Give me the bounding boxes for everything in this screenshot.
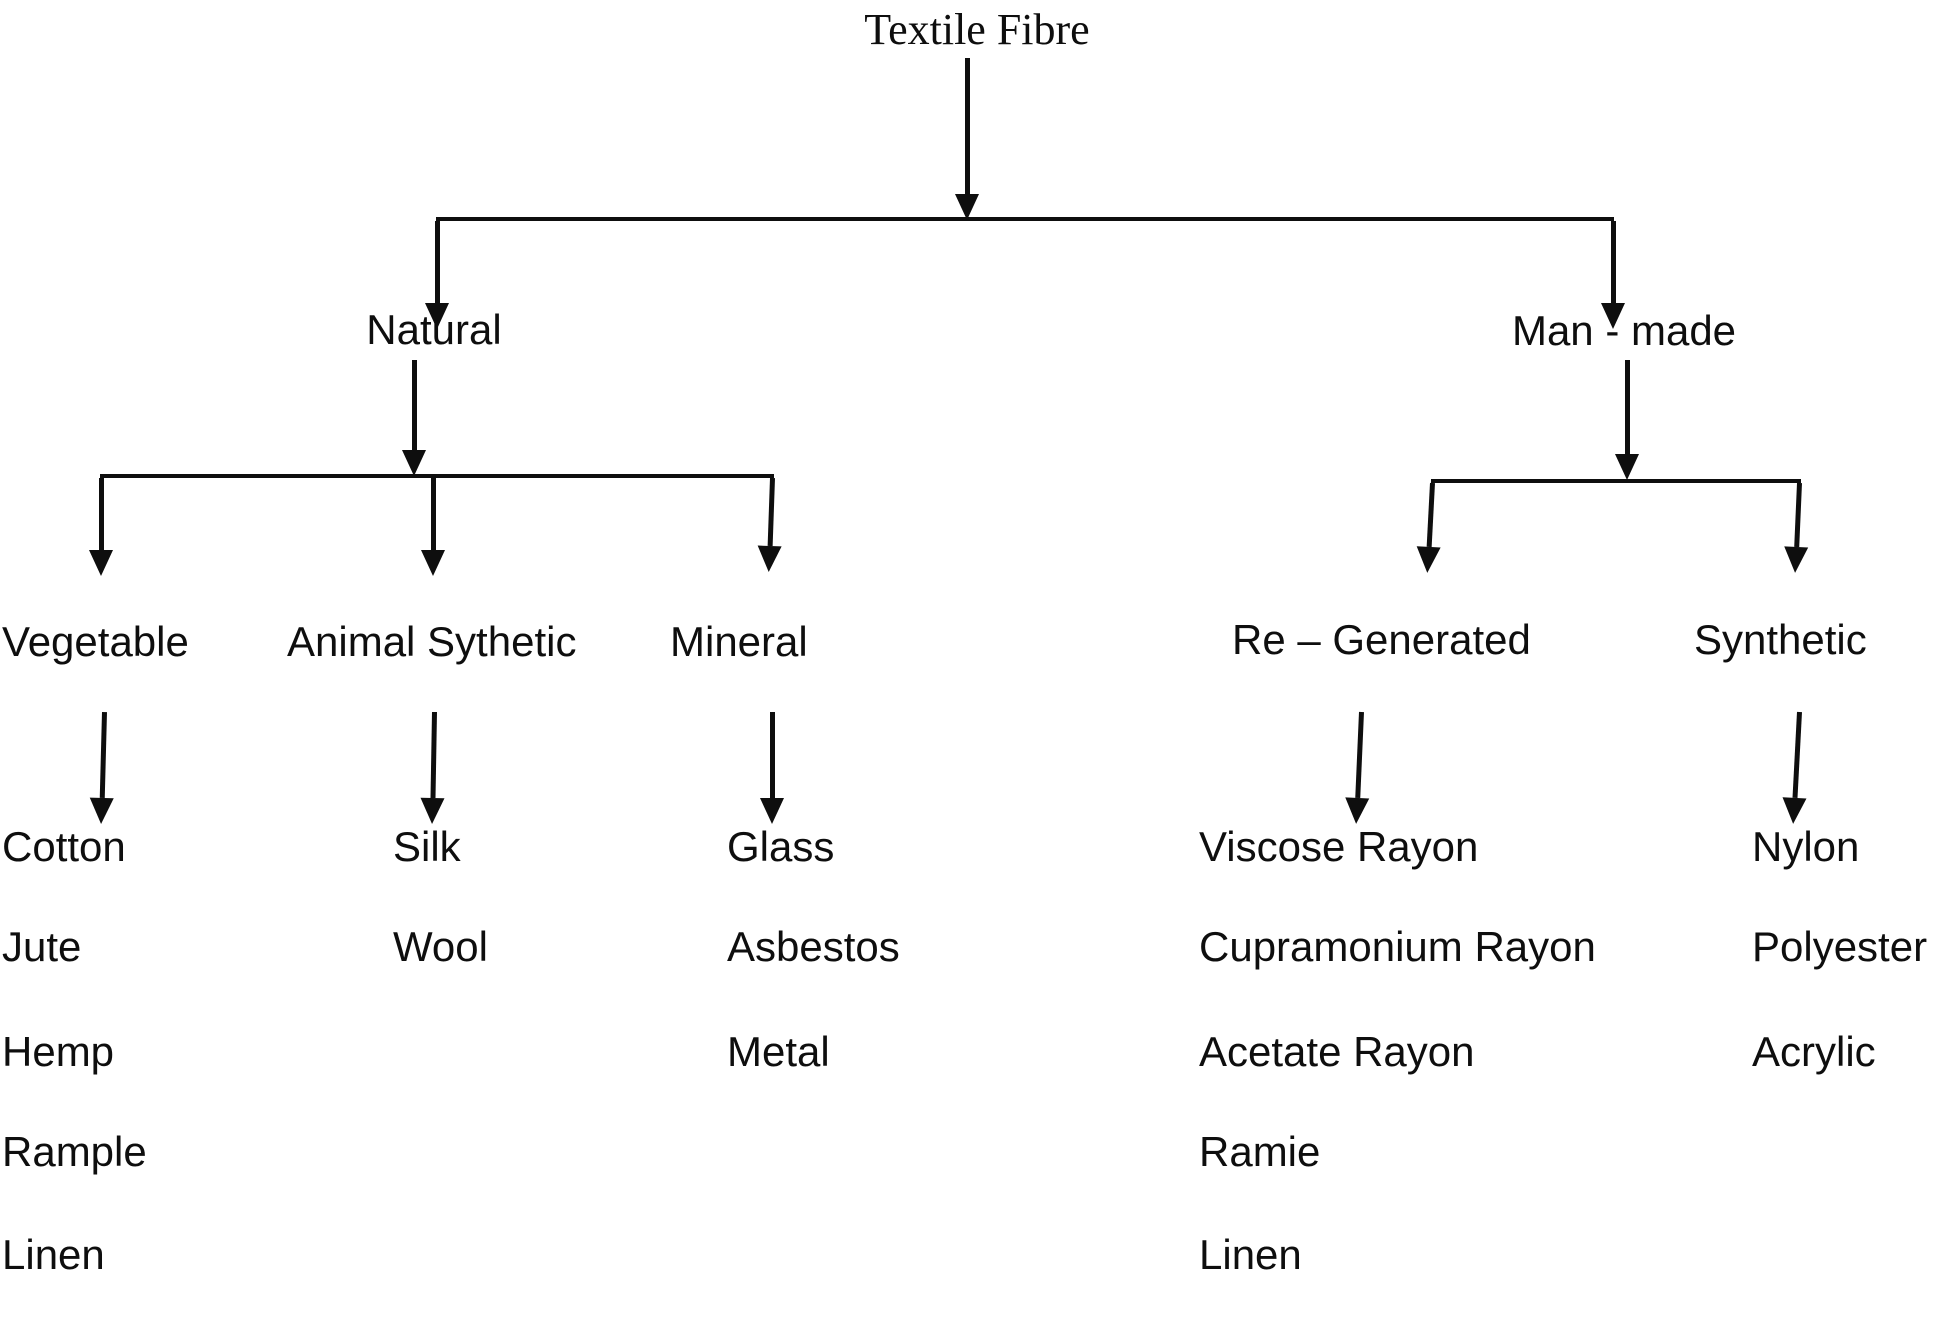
arrow-head [402, 450, 426, 476]
arrow-shaft [429, 711, 437, 799]
arrow-shaft [1610, 221, 1616, 303]
re-generated-items-arrow [1344, 711, 1373, 825]
manmade-children-line [1431, 479, 1801, 483]
item-hemp: Hemp [2, 1028, 115, 1075]
re-generated-drop-arrow [1415, 482, 1444, 574]
arrow-head [1615, 454, 1639, 480]
mineral-drop-arrow [756, 477, 784, 573]
node-label-animal-sythetic: Animal Sythetic [287, 618, 577, 665]
arrow-head [955, 194, 979, 220]
diagram-title: Textile Fibre [864, 5, 1090, 54]
arrow-shaft [1792, 711, 1802, 799]
item-cotton: Cotton [2, 823, 126, 870]
item-rample: Rample [2, 1128, 147, 1175]
arrow-shaft [767, 477, 775, 547]
arrow-head [425, 303, 449, 329]
item-polyester: Polyester [1752, 923, 1928, 970]
item-ramie: Ramie [1199, 1128, 1321, 1175]
synthetic-drop-arrow [1783, 482, 1811, 574]
arrow-head [1783, 546, 1809, 574]
arrow-head [421, 550, 445, 576]
manmade-branch-arrow [1601, 221, 1625, 329]
vegetable-drop-arrow [89, 478, 113, 576]
natural-branch-arrow [425, 221, 449, 329]
level1-branch-line [436, 217, 1614, 221]
item-viscose-rayon: Viscose Rayon [1199, 823, 1479, 870]
manmade-to-children-arrow [1615, 360, 1639, 480]
root-to-split-arrow [955, 58, 979, 220]
node-label-vegetable: Vegetable [2, 618, 189, 665]
natural-to-children-arrow [402, 360, 426, 476]
arrow-shaft [411, 360, 417, 450]
arrow-shaft [1354, 711, 1364, 799]
item-metal: Metal [727, 1028, 830, 1075]
node-label-synthetic: Synthetic [1694, 616, 1867, 663]
arrow-head [1601, 303, 1625, 329]
item-acrylic: Acrylic [1752, 1028, 1876, 1075]
arrow-shaft [1793, 482, 1802, 548]
node-label-re-generated: Re – Generated [1232, 616, 1531, 663]
mineral-items-arrow [760, 712, 784, 824]
item-silk: Silk [393, 823, 461, 870]
node-label-man-made: Man - made [1511, 307, 1737, 354]
item-glass: Glass [727, 823, 835, 870]
arrow-shaft [99, 711, 107, 799]
node-label-natural: Natural [366, 306, 502, 353]
synthetic-items-arrow [1781, 711, 1811, 825]
item-asbestos: Asbestos [727, 923, 900, 970]
node-label-mineral: Mineral [670, 618, 808, 665]
item-linen-man-made: Linen [1199, 1231, 1302, 1278]
arrow-shaft [434, 221, 440, 303]
animal-sythetic-drop-arrow [421, 478, 445, 576]
item-wool: Wool [393, 923, 488, 970]
arrow-head [760, 798, 784, 824]
arrow-shaft [430, 478, 436, 550]
item-acetate-rayon: Acetate Rayon [1199, 1028, 1475, 1075]
item-nylon: Nylon [1752, 823, 1860, 870]
item-cupramonium-rayon: Cupramonium Rayon [1199, 923, 1596, 970]
arrow-shaft [1624, 360, 1630, 454]
item-jute: Jute [2, 923, 82, 970]
arrow-shaft [1426, 482, 1435, 548]
vegetable-items-arrow [89, 711, 116, 825]
arrow-shaft [769, 712, 775, 798]
arrow-head [89, 550, 113, 576]
arrow-shaft [98, 478, 104, 550]
animal-sythetic-items-arrow [420, 711, 446, 825]
item-linen-natural: Linen [2, 1231, 105, 1278]
natural-children-line [100, 474, 774, 478]
arrow-head [756, 545, 782, 573]
arrow-head [1415, 546, 1441, 574]
arrow-shaft [964, 58, 970, 194]
